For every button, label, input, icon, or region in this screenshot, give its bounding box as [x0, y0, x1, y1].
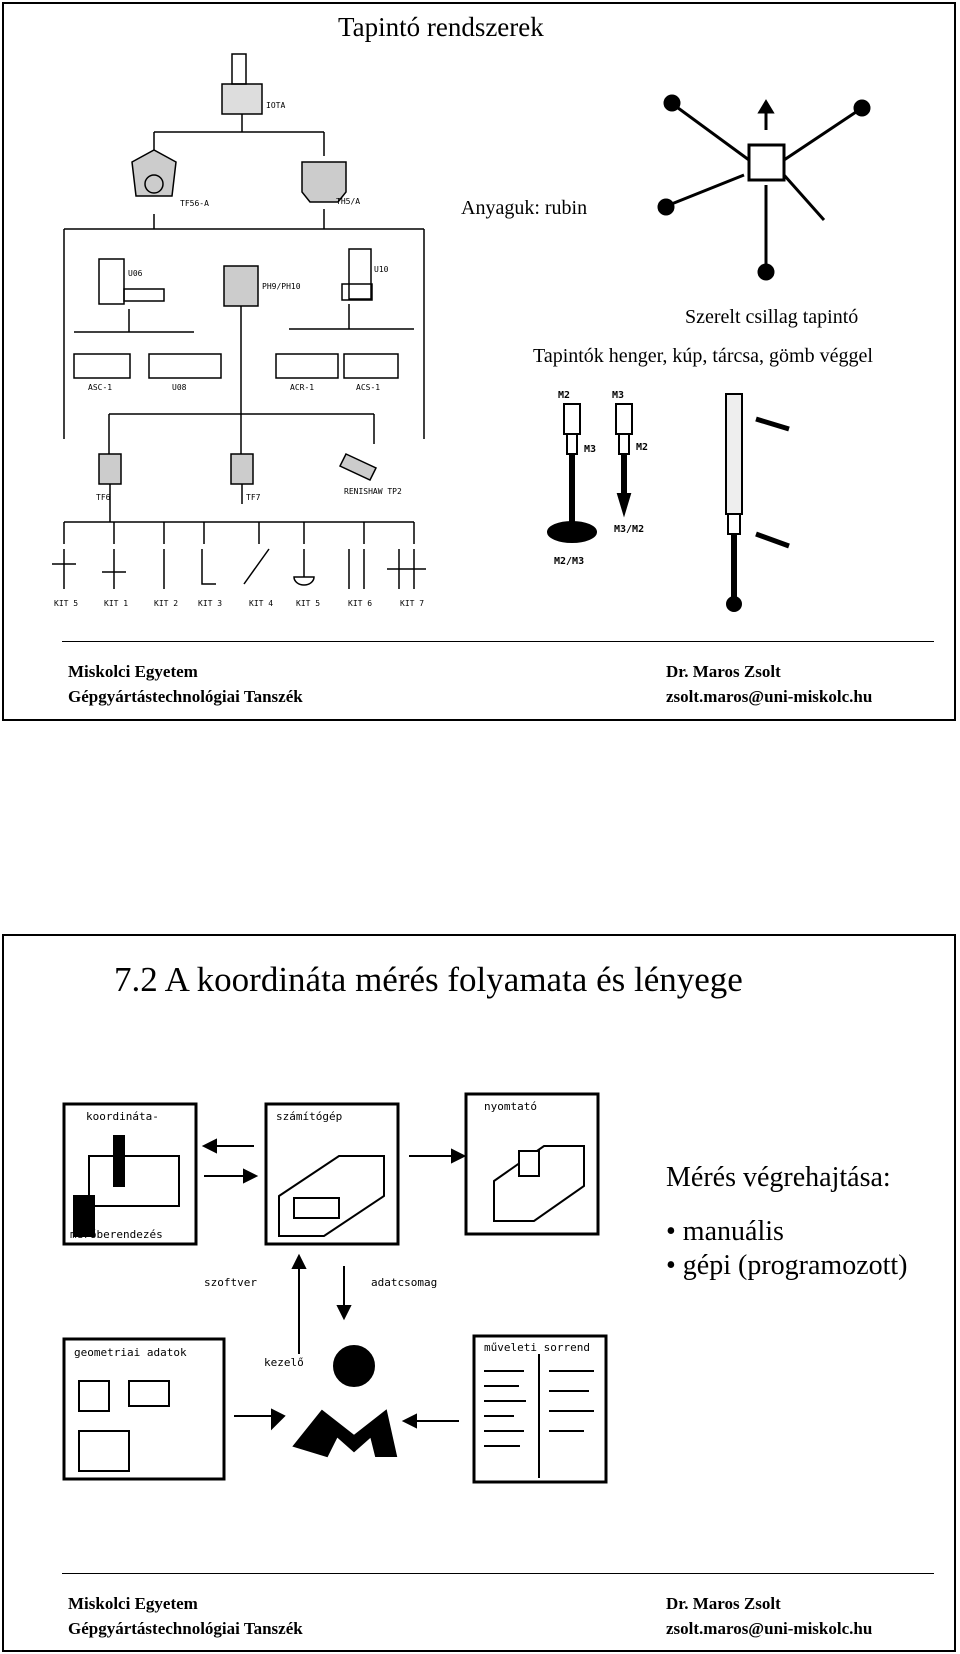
measurement-process-diagram: koordináta- mérőberendezés számítógép ny… [62, 1092, 608, 1484]
star-probe-caption: Szerelt csillag tapintó [685, 306, 859, 328]
execution-item: • gépi (programozott) [666, 1250, 908, 1281]
footer-author: Dr. Maros Zsolt [666, 662, 781, 681]
tip-label-m2: M2 [558, 390, 570, 401]
footer-department: Gépgyártástechnológiai Tanszék [68, 687, 303, 706]
execution-heading: Mérés végrehajtása: [666, 1162, 891, 1193]
label-acr1: ACR-1 [290, 383, 314, 392]
label-ph9: PH9/PH10 [262, 282, 301, 291]
label-kit: KIT 4 [249, 599, 273, 608]
footer-university: Miskolci Egyetem [68, 662, 198, 681]
label-kit: KIT 6 [348, 599, 372, 608]
label-sequence: műveleti sorrend [484, 1341, 590, 1354]
execution-item: • manuális [666, 1216, 784, 1247]
slide-title: 7.2 A koordináta mérés folyamata és lény… [114, 960, 743, 999]
footer-rule [62, 1573, 934, 1574]
label-operator: kezelő [264, 1356, 304, 1369]
tips-caption: Tapintók henger, kúp, tárcsa, gömb végge… [533, 345, 873, 367]
label-acs1: ACS-1 [356, 383, 380, 392]
label-kit: KIT 1 [104, 599, 128, 608]
tip-label-m2: M2 [636, 442, 648, 453]
tip-label-m3: M3 [612, 390, 624, 401]
label-kit: KIT 2 [154, 599, 178, 608]
label-iota: IOTA [266, 101, 285, 110]
label-u06: U06 [128, 269, 143, 278]
tip-label-m3m2: M3/M2 [614, 524, 644, 535]
slide-probe-systems: Tapintó rendszerek [2, 2, 956, 721]
label-cmm-bottom: mérőberendezés [70, 1228, 163, 1241]
stylus-tips-illustration: M2 M3 M3 M2 M3/M2 M2/M3 [547, 390, 790, 612]
label-software: szoftver [204, 1276, 257, 1289]
label-kit: KIT 7 [400, 599, 424, 608]
label-u08: U08 [172, 383, 187, 392]
label-renishaw: RENISHAW TP2 [344, 487, 402, 496]
label-datapack: adatcsomag [371, 1276, 437, 1289]
label-tf56a: TF56-A [180, 199, 209, 208]
label-cmm-top: koordináta- [86, 1110, 159, 1123]
footer-department: Gépgyártástechnológiai Tanszék [68, 1619, 303, 1638]
label-kit: KIT 3 [198, 599, 222, 608]
probe-family-diagram: IOTA TF56-A TH5/A U06 PH9/PH10 U10 ASC-1… [52, 53, 426, 608]
tip-label-m3: M3 [584, 444, 596, 455]
label-computer: számítógép [276, 1110, 342, 1123]
slide-title: Tapintó rendszerek [338, 12, 544, 42]
star-probe-illustration [657, 94, 871, 281]
label-asc1: ASC-1 [88, 383, 112, 392]
label-kit: KIT 5 [54, 599, 78, 608]
label-th5a: TH5/A [336, 197, 360, 206]
material-note: Anyaguk: rubin [461, 197, 588, 219]
label-printer: nyomtató [484, 1100, 537, 1113]
label-tf6: TF6 [96, 493, 111, 502]
slide-coordinate-measurement: 7.2 A koordináta mérés folyamata és lény… [2, 934, 956, 1652]
footer-email[interactable]: zsolt.maros@uni-miskolc.hu [666, 1619, 873, 1638]
label-kit: KIT 5 [296, 599, 320, 608]
footer-email[interactable]: zsolt.maros@uni-miskolc.hu [666, 687, 873, 706]
label-tf7: TF7 [246, 493, 261, 502]
tip-label-m2m3: M2/M3 [554, 556, 584, 567]
label-geometry: geometriai adatok [74, 1346, 187, 1359]
footer-rule [62, 641, 934, 642]
footer-author: Dr. Maros Zsolt [666, 1594, 781, 1613]
footer-university: Miskolci Egyetem [68, 1594, 198, 1613]
label-u10: U10 [374, 265, 389, 274]
